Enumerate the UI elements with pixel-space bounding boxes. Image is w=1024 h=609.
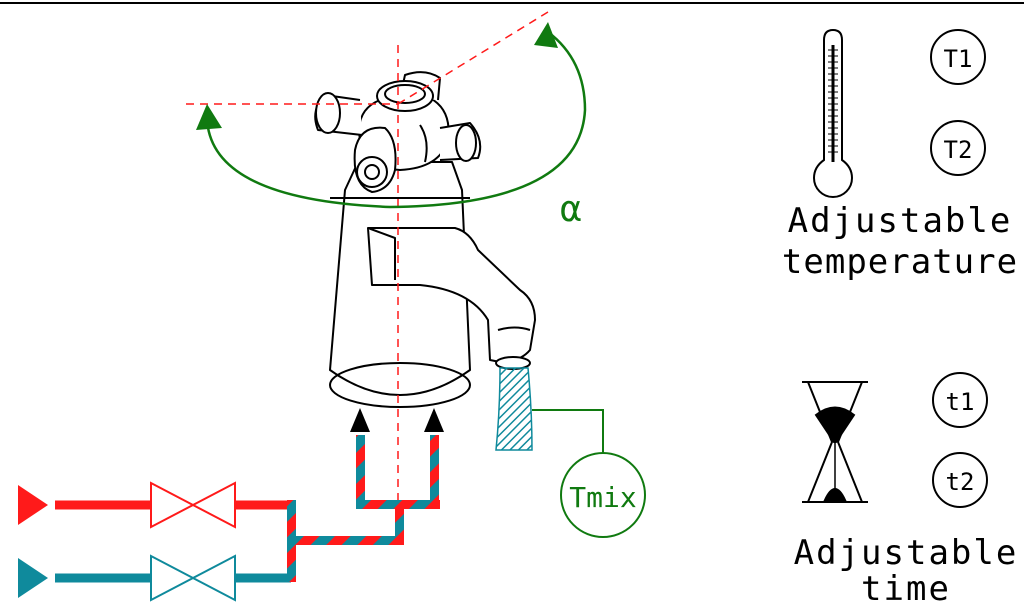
time-caption-line1: Adjustable — [794, 533, 1019, 573]
arc-arrowhead-right — [534, 22, 558, 48]
tmix-label: Tmix — [569, 481, 636, 514]
inlet-arrow-left — [350, 408, 370, 432]
t2-label: t2 — [946, 468, 975, 496]
inlet-arrow-right — [424, 408, 444, 432]
water-stream — [495, 367, 533, 451]
temperature-caption-line1: Adjustable — [788, 201, 1013, 241]
cold-supply-line — [18, 558, 291, 598]
hot-valve — [150, 481, 236, 529]
faucet-body — [329, 161, 536, 408]
t1-upper-circle — [930, 29, 986, 85]
t1-lower-circle — [932, 372, 988, 428]
hot-supply-line — [18, 485, 291, 525]
sensor-line — [532, 409, 604, 455]
tmix-sensor — [560, 452, 646, 538]
T1-label: T1 — [944, 45, 973, 73]
hourglass-icon — [802, 381, 868, 503]
t1-label: t1 — [946, 388, 975, 416]
arc-arrowhead-left — [196, 104, 222, 130]
mixed-pipe-network — [287, 435, 440, 582]
time-caption-line2: time — [861, 569, 951, 609]
cold-valve — [150, 554, 236, 602]
T2-label: T2 — [944, 136, 973, 164]
cross-handle — [314, 71, 482, 193]
alpha-label: α — [560, 189, 582, 230]
cold-inlet-arrow — [18, 558, 48, 598]
rotation-arc — [196, 22, 587, 209]
temperature-caption-line2: temperature — [782, 242, 1018, 282]
t2-lower-circle — [932, 452, 988, 508]
hot-inlet-arrow — [18, 485, 48, 525]
thermometer-icon — [812, 28, 854, 198]
rotation-axes — [186, 11, 549, 500]
t2-upper-circle — [930, 120, 986, 176]
